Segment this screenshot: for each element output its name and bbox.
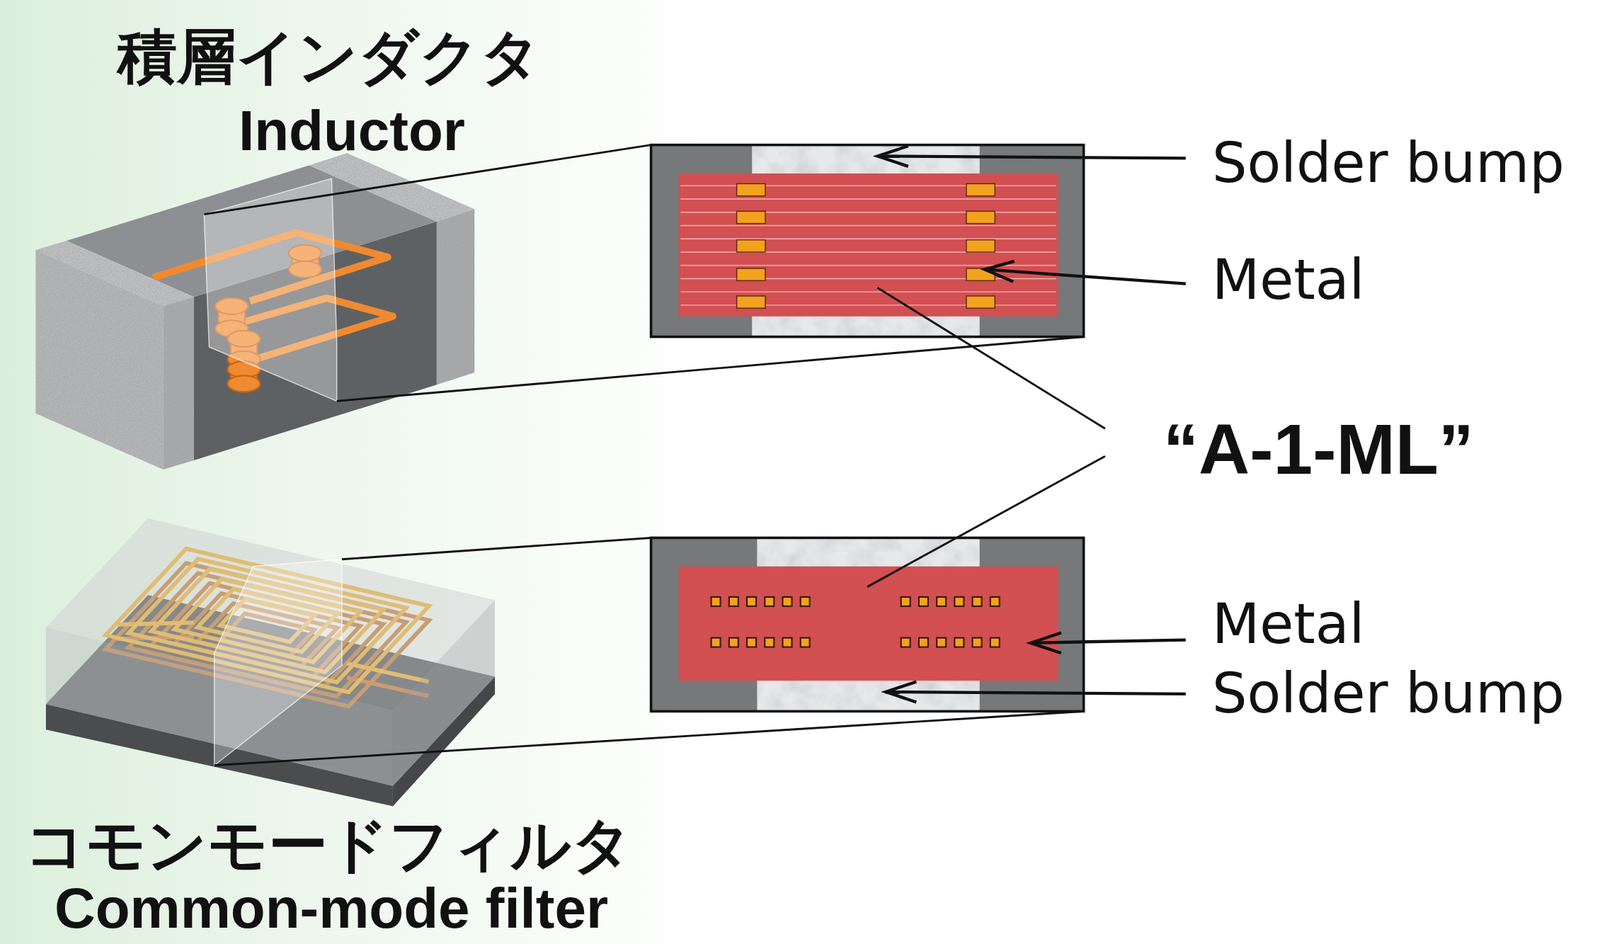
layer-line xyxy=(680,237,1056,239)
common-mode-filter-chip xyxy=(46,518,495,806)
metal-pad xyxy=(966,183,995,196)
layer-line xyxy=(680,225,1056,226)
metal-pad xyxy=(764,637,774,648)
chip-title: Common-mode filter xyxy=(54,875,609,941)
metal-pad xyxy=(736,295,766,308)
material-label: “A-1-ML” xyxy=(1163,408,1474,490)
chip-title-jp: 積層インダクタ xyxy=(117,22,541,92)
callout-label: Metal xyxy=(1212,592,1365,657)
chip-title: Inductor xyxy=(238,98,466,164)
metal-pad xyxy=(746,596,757,607)
layer-line xyxy=(680,290,1056,292)
callout-leader xyxy=(867,145,1186,702)
metal-pad xyxy=(800,596,810,607)
metal-pad xyxy=(746,637,757,648)
metal-pad xyxy=(736,183,766,196)
metal-pad xyxy=(729,637,739,648)
metal-pad xyxy=(972,637,982,648)
metal-pad xyxy=(936,596,946,607)
metal-pad xyxy=(901,596,911,607)
callout-label: Solder bump xyxy=(1212,661,1565,726)
metal-pad xyxy=(966,295,995,308)
metal-pad xyxy=(736,210,766,224)
chip-title-jp: コモンモードフィルタ xyxy=(24,810,633,880)
metal-pad xyxy=(711,637,721,648)
metal-pad xyxy=(901,637,911,648)
metal-pad xyxy=(764,596,774,607)
metal-pad xyxy=(918,637,929,648)
metal-pad xyxy=(954,596,964,607)
metal-pad xyxy=(782,596,792,607)
cmf-cross-section xyxy=(651,537,1084,711)
metal-pad xyxy=(936,637,946,648)
metal-pad xyxy=(729,596,739,607)
callout-label: Metal xyxy=(1212,248,1365,313)
inductor-cross-section xyxy=(651,145,1084,337)
metal-pad xyxy=(990,637,1000,648)
metal-pad xyxy=(800,637,810,648)
metal-pad xyxy=(990,596,1000,607)
metal-pad xyxy=(966,210,995,224)
metal-pad xyxy=(711,596,721,607)
callout-label: Solder bump xyxy=(1212,131,1565,196)
metal-pad xyxy=(972,596,982,607)
metal-pad xyxy=(736,268,766,281)
section-leader xyxy=(203,145,1084,766)
metal-pad xyxy=(782,637,792,648)
metal-pad xyxy=(736,240,766,253)
layer-line xyxy=(680,198,1056,199)
metal-pad xyxy=(954,637,964,648)
metal-pad xyxy=(966,240,995,253)
metal-pad xyxy=(918,596,929,607)
inductor-chip xyxy=(35,152,475,470)
